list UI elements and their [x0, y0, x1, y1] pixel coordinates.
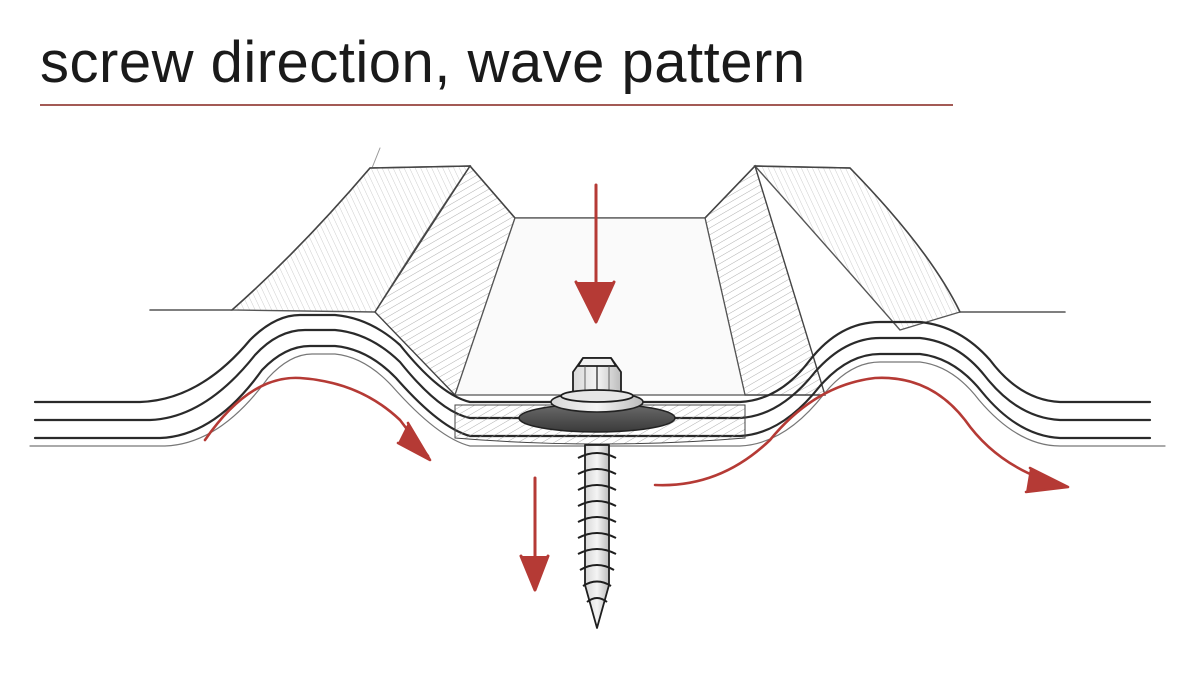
right-ridge [704, 164, 961, 396]
title-underline [40, 104, 953, 106]
down-arrow-icon [574, 183, 616, 324]
page-title: screw direction, wave pattern [40, 30, 806, 95]
wave-arrow-icon [203, 376, 432, 462]
hex-head-screw-icon [560, 357, 634, 629]
wave-arrow-icon [653, 376, 1070, 494]
down-arrow-icon [519, 476, 550, 592]
